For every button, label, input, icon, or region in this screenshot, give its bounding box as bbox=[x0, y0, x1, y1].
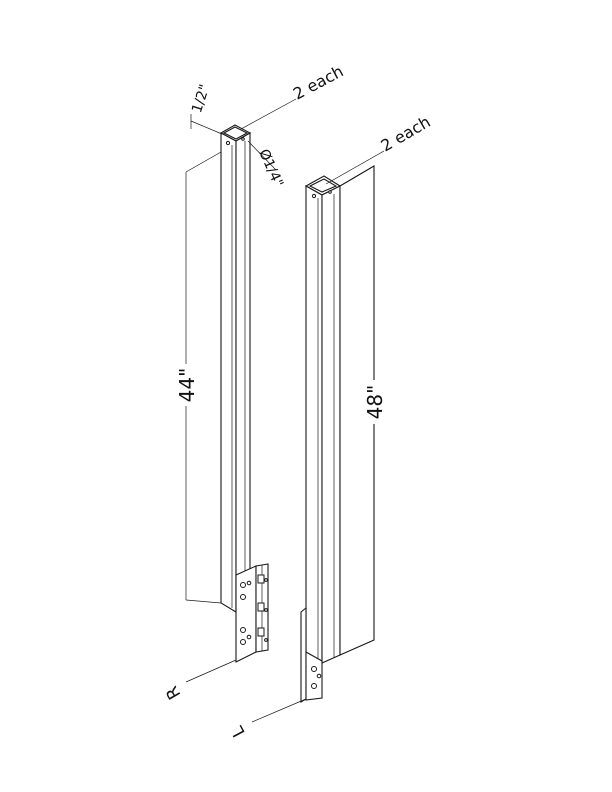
left-bracket-plate bbox=[235, 565, 257, 663]
right-post bbox=[304, 165, 375, 664]
leader-line bbox=[325, 150, 385, 185]
right-quantity-callout: 2 each bbox=[325, 112, 434, 185]
bracket-slot bbox=[257, 602, 265, 612]
right-quantity-label: 2 each bbox=[378, 112, 434, 155]
right-post-front-face bbox=[305, 185, 323, 664]
right-bracket bbox=[300, 606, 323, 703]
leader-line bbox=[247, 140, 277, 171]
left-length-dimension: 44" bbox=[175, 151, 222, 604]
marker-leader bbox=[185, 659, 237, 683]
leader-line bbox=[240, 98, 297, 130]
hole-diameter-label: Ø1/4" bbox=[255, 147, 286, 190]
bracket-hole bbox=[264, 608, 268, 612]
bracket-hole bbox=[264, 638, 268, 642]
bracket-slot bbox=[257, 574, 265, 584]
hole-callout: Ø1/4" bbox=[247, 140, 286, 190]
left-bracket bbox=[235, 563, 269, 663]
left-post bbox=[219, 124, 252, 614]
left-quantity-callout: 2 each bbox=[240, 61, 346, 130]
profile-callout: 1/2" bbox=[189, 83, 223, 135]
right-side-marker-label: L bbox=[227, 722, 249, 740]
bracket-hole bbox=[264, 578, 268, 582]
dimension-text-mask bbox=[364, 380, 384, 424]
bracket-hole bbox=[240, 627, 246, 633]
right-side-marker: L bbox=[227, 698, 307, 740]
bracket-hole bbox=[316, 673, 322, 679]
right-length-label: 48" bbox=[363, 385, 387, 420]
left-post-top-opening bbox=[222, 126, 249, 140]
left-post-top-hole bbox=[225, 140, 231, 146]
left-post-side-face bbox=[235, 132, 251, 614]
bracket-hole bbox=[240, 594, 246, 600]
left-quantity-label: 2 each bbox=[290, 61, 346, 103]
right-post-top-hole bbox=[311, 193, 317, 199]
left-side-marker: R bbox=[162, 659, 237, 703]
left-length-label: 44" bbox=[175, 368, 199, 403]
dimension-text-mask bbox=[176, 364, 196, 406]
left-post-top-hole bbox=[241, 137, 245, 141]
marker-leader bbox=[251, 698, 307, 723]
bracket-hole bbox=[246, 634, 252, 640]
right-bracket-plate bbox=[300, 606, 307, 703]
left-side-marker-label: R bbox=[162, 682, 185, 702]
extension-line bbox=[185, 151, 222, 173]
bracket-hole bbox=[311, 666, 317, 672]
bracket-hole bbox=[311, 683, 317, 689]
extension-line bbox=[185, 599, 222, 604]
profile-leader bbox=[190, 120, 223, 135]
bracket-hole bbox=[240, 639, 246, 645]
right-bracket-tab bbox=[305, 651, 323, 701]
bracket-slot bbox=[257, 627, 265, 637]
left-post-front-face bbox=[220, 132, 237, 613]
bracket-hole bbox=[246, 580, 252, 586]
right-post-side-face bbox=[321, 185, 341, 664]
right-post-top-hole bbox=[328, 190, 332, 194]
panel-edge bbox=[339, 165, 375, 187]
bracket-hole bbox=[240, 582, 246, 588]
right-length-dimension: 48" bbox=[363, 168, 387, 638]
profile-label: 1/2" bbox=[189, 83, 213, 116]
